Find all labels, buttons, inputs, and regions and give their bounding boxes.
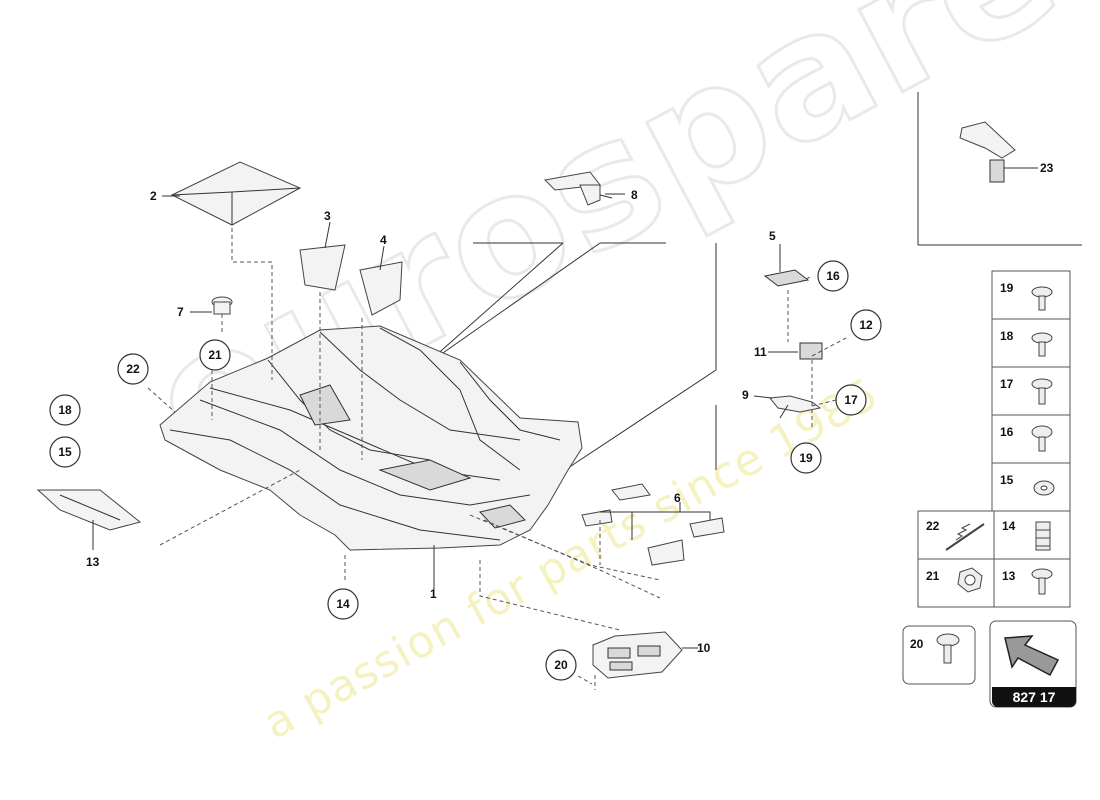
diagram-reference-box <box>989 620 1077 708</box>
assembly-dash-lines <box>147 228 847 690</box>
callout-5: 5 <box>769 229 776 243</box>
cover-plate-part <box>170 161 302 226</box>
svg-text:18: 18 <box>1000 329 1014 343</box>
callout-11: 11 <box>754 345 767 359</box>
fastener-table: 19 18 17 16 15 22 <box>917 270 1071 608</box>
flange-screw-icon <box>1031 286 1053 311</box>
callout-6: 6 <box>674 491 681 505</box>
table-cell-14 <box>993 510 1071 560</box>
arrow-icon <box>1004 635 1060 677</box>
table-cell-22 <box>917 510 995 560</box>
mounting-clamp-part <box>959 121 1016 183</box>
callout-2: 2 <box>150 189 157 203</box>
insulation-pad-left <box>299 244 346 291</box>
callout-7: 7 <box>177 305 184 319</box>
svg-text:21: 21 <box>208 348 222 362</box>
circled-callout-16: 16 <box>817 260 849 292</box>
svg-text:21: 21 <box>926 569 940 583</box>
engine-cover-part <box>159 325 583 551</box>
svg-text:22: 22 <box>926 519 940 533</box>
plug-part <box>211 296 233 315</box>
hex-nut-icon <box>957 567 983 593</box>
callout-3: 3 <box>324 209 331 223</box>
clip-part <box>763 269 810 287</box>
callout-8: 8 <box>631 188 638 202</box>
svg-text:19: 19 <box>1000 281 1014 295</box>
reference-lines <box>424 92 1082 471</box>
circled-callout-20: 20 <box>545 649 577 681</box>
screw-icon <box>1031 425 1053 452</box>
spring-pin-icon <box>945 523 985 551</box>
callout-13: 13 <box>86 555 100 569</box>
svg-text:12: 12 <box>859 318 873 332</box>
circled-callout-14: 14 <box>327 588 359 620</box>
svg-text:15: 15 <box>58 445 72 459</box>
table-cell-13 <box>993 558 1071 608</box>
table-cell-19 <box>991 270 1071 320</box>
table-cell-15 <box>991 462 1071 512</box>
frame-part <box>592 631 683 679</box>
diagram-number: 827 17 <box>992 687 1076 707</box>
svg-text:19: 19 <box>799 451 813 465</box>
callout-labels: 2 3 4 5 6 7 8 9 10 11 1 13 23 <box>86 161 1054 655</box>
svg-text:14: 14 <box>1002 519 1016 533</box>
circled-callout-19: 19 <box>790 442 822 474</box>
svg-text:16: 16 <box>1000 425 1014 439</box>
leader-lines <box>92 167 1038 649</box>
callout-10: 10 <box>697 641 711 655</box>
circled-callout-12: 12 <box>850 309 882 341</box>
mount-bracket-part <box>769 395 822 419</box>
small-pads-part <box>581 483 725 566</box>
grommet-part <box>799 342 823 360</box>
flange-screw-icon <box>1031 332 1053 357</box>
bracket-part <box>543 171 613 206</box>
circled-callout-15: 15 <box>49 436 81 468</box>
svg-text:17: 17 <box>844 393 858 407</box>
svg-text:14: 14 <box>336 597 350 611</box>
insulation-pad-right <box>359 261 403 316</box>
callout-23: 23 <box>1040 161 1054 175</box>
threaded-insert-icon <box>1035 521 1051 551</box>
circled-callout-22: 22 <box>117 353 149 385</box>
callout-4: 4 <box>380 233 387 247</box>
svg-text:20: 20 <box>910 637 924 651</box>
washer-icon <box>1033 480 1055 496</box>
svg-text:22: 22 <box>126 362 140 376</box>
table-cell-16 <box>991 414 1071 464</box>
flange-screw-icon <box>936 633 960 664</box>
svg-text:18: 18 <box>58 403 72 417</box>
circled-callout-21: 21 <box>199 339 231 371</box>
callout-1: 1 <box>430 587 437 601</box>
svg-text:13: 13 <box>1002 569 1016 583</box>
svg-text:15: 15 <box>1000 473 1014 487</box>
table-cell-21 <box>917 558 995 608</box>
table-cell-18 <box>991 318 1071 368</box>
svg-text:16: 16 <box>826 269 840 283</box>
circled-callout-18: 18 <box>49 394 81 426</box>
circled-callout-17: 17 <box>835 384 867 416</box>
circled-callouts: 22 21 18 15 14 16 12 17 <box>49 260 882 681</box>
callout-9: 9 <box>742 388 749 402</box>
flange-screw-icon <box>1031 568 1053 595</box>
fastener-box-20: 20 <box>902 625 976 685</box>
flange-screw-icon <box>1031 378 1053 405</box>
svg-text:17: 17 <box>1000 377 1014 391</box>
side-trim-part <box>36 489 142 531</box>
table-cell-17 <box>991 366 1071 416</box>
svg-text:20: 20 <box>554 658 568 672</box>
